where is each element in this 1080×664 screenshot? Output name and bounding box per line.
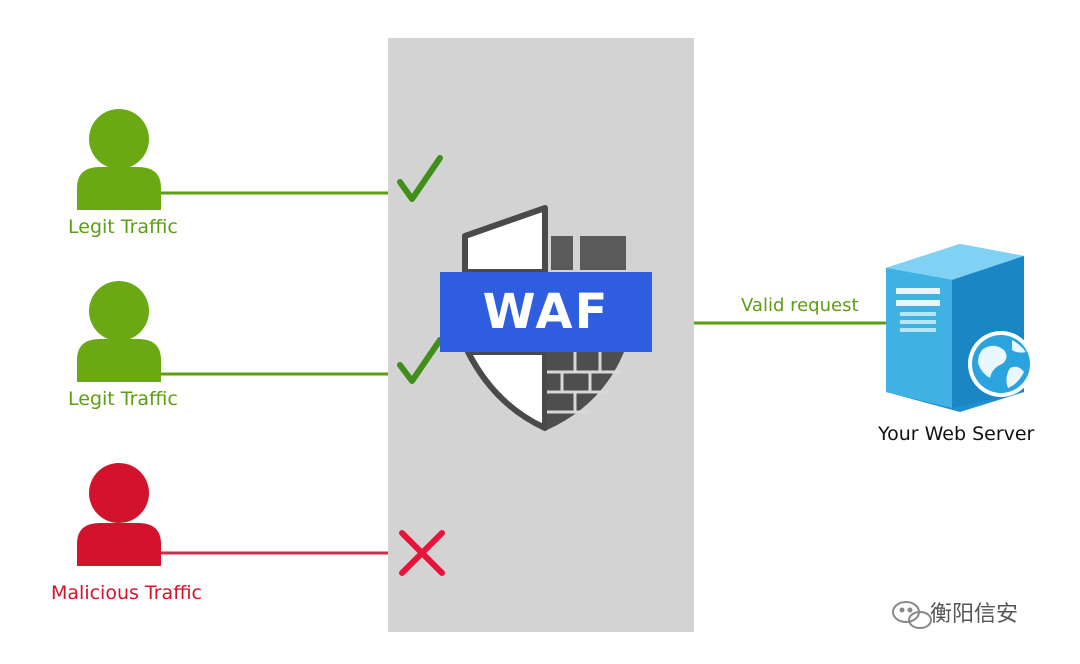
legit-traffic-label-2: Legit Traffic (68, 388, 178, 410)
web-server-label: Your Web Server (878, 423, 1035, 445)
check-icon-1 (397, 155, 443, 202)
watermark-text: 衡阳信安 (930, 602, 1019, 627)
waf-label: WAF (482, 284, 610, 340)
x-icon (399, 530, 445, 576)
check-icon-2 (397, 337, 443, 384)
valid-request-label: Valid request (741, 295, 859, 316)
globe-icon (968, 331, 1034, 397)
wechat-icon (892, 601, 932, 629)
legit-user-icon-2 (77, 281, 161, 382)
malicious-user-icon (77, 463, 161, 566)
legit-user-icon-1 (77, 109, 161, 210)
malicious-traffic-label: Malicious Traffic (51, 582, 203, 604)
firewall-shield-icon (440, 205, 652, 431)
web-server-icon (886, 244, 1024, 412)
watermark: 衡阳信安 (888, 596, 1018, 628)
legit-traffic-label-1: Legit Traffic (68, 216, 178, 238)
waf-banner (440, 272, 652, 352)
